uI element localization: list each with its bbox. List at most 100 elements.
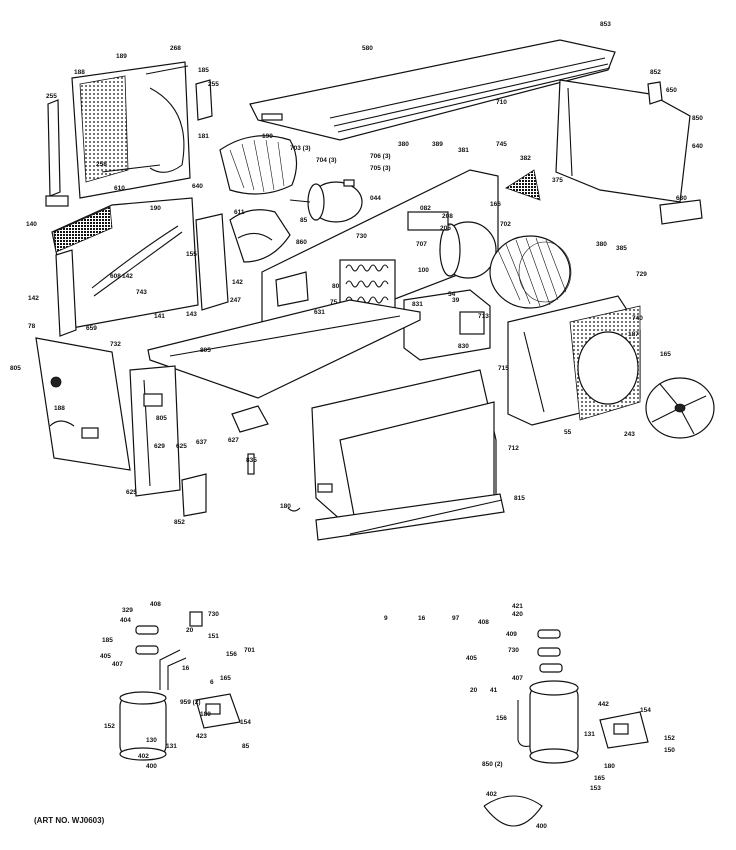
part-label: 156 xyxy=(496,715,507,722)
part-label: 180 xyxy=(200,711,211,718)
part-label: 408 xyxy=(150,601,161,608)
part-label: 97 xyxy=(452,615,460,622)
compressor-right xyxy=(517,629,579,764)
part-label: 743 xyxy=(136,289,147,296)
part-label: 640 xyxy=(192,183,203,190)
part-label: 423 xyxy=(196,733,207,740)
part-label: 55 xyxy=(564,429,572,436)
part-label: 142 xyxy=(232,279,243,286)
part-label: 380 xyxy=(596,241,607,248)
part-label: 188 xyxy=(54,405,65,412)
part-label: 835 xyxy=(246,457,257,464)
part-label: 155 xyxy=(186,251,197,258)
part-label: 150 xyxy=(664,747,675,754)
part-label: 082 xyxy=(420,205,431,212)
capacitor-382 xyxy=(505,169,541,201)
part-label: 402 xyxy=(486,791,497,798)
part-label: 39 xyxy=(452,297,460,304)
part-label: 420 xyxy=(512,611,523,618)
part-label: 131 xyxy=(166,743,177,750)
bracket-185 xyxy=(195,79,213,121)
compressor-left xyxy=(119,611,203,761)
part-label: 329 xyxy=(122,607,133,614)
part-label: 625 xyxy=(126,489,137,496)
part-label: 712 xyxy=(508,445,519,452)
part-label: 151 xyxy=(208,633,219,640)
part-label: 156 xyxy=(226,651,237,658)
top-cover xyxy=(249,39,616,141)
part-label: 442 xyxy=(598,701,609,708)
part-label: 805 xyxy=(200,347,211,354)
part-label: 54 xyxy=(448,291,456,298)
part-label: 650 xyxy=(666,87,677,94)
part-label: 608 xyxy=(110,273,121,280)
part-label: 860 xyxy=(296,239,307,246)
part-label: 959 (2) xyxy=(180,699,201,706)
part-label: 41 xyxy=(490,687,498,694)
part-label: 382 xyxy=(520,155,531,162)
part-label: 659 xyxy=(86,325,97,332)
part-label: 165 xyxy=(594,775,605,782)
part-label: 152 xyxy=(664,735,675,742)
part-label: 729 xyxy=(636,271,647,278)
condenser-fan-motor xyxy=(407,211,497,279)
part-label: 853 xyxy=(600,21,611,28)
part-label: 730 xyxy=(208,611,219,618)
part-label: 190 xyxy=(262,133,273,140)
part-label: 190 xyxy=(150,205,161,212)
part-label: 630 xyxy=(676,195,687,202)
part-label: 153 xyxy=(590,785,601,792)
blower-wheel xyxy=(489,235,572,309)
part-label: 402 xyxy=(138,753,149,760)
part-label: 805 xyxy=(156,415,167,422)
part-label: 850 (2) xyxy=(482,761,503,768)
rear-grille-panel xyxy=(71,61,191,199)
part-label: 268 xyxy=(170,45,181,52)
part-label: 6 xyxy=(210,679,214,686)
part-label: 702 xyxy=(500,221,511,228)
part-label: 389 xyxy=(432,141,443,148)
base-pan xyxy=(147,299,421,399)
part-label: 188 xyxy=(74,69,85,76)
part-label: 852 xyxy=(650,69,661,76)
part-label: 131 xyxy=(584,731,595,738)
part-label: 9 xyxy=(384,615,388,622)
part-label: 130 xyxy=(146,737,157,744)
part-label: 85 xyxy=(242,743,250,750)
part-label: 16 xyxy=(182,665,190,672)
part-label: 730 xyxy=(508,647,519,654)
divider-panel xyxy=(195,213,229,311)
side-strip-left xyxy=(45,99,69,207)
part-label: 185 xyxy=(102,637,113,644)
part-label: 181 xyxy=(198,133,209,140)
part-label: 78 xyxy=(28,323,36,330)
part-label: 713 xyxy=(478,313,489,320)
part-label: 703 (3) xyxy=(290,145,311,152)
wire-loop xyxy=(483,795,543,827)
fan-motor xyxy=(289,179,363,223)
part-label: 258 xyxy=(96,161,107,168)
part-label: 610 xyxy=(114,185,125,192)
condenser-fan-blade xyxy=(645,377,715,439)
part-label: 205 xyxy=(440,225,451,232)
part-label: 407 xyxy=(112,661,123,668)
part-label: 255 xyxy=(46,93,57,100)
condenser-coil-housing xyxy=(507,295,641,426)
part-label: 805 xyxy=(10,365,21,372)
part-label: 166 xyxy=(490,201,501,208)
part-label: 187 xyxy=(628,331,639,338)
overload-bracket-right xyxy=(599,711,649,749)
part-label: 154 xyxy=(240,719,251,726)
part-label: 141 xyxy=(154,313,165,320)
part-label: 815 xyxy=(514,495,525,502)
part-label: 407 xyxy=(512,675,523,682)
part-label: 701 xyxy=(244,647,255,654)
part-label: 706 (3) xyxy=(370,153,391,160)
part-label: 142 xyxy=(28,295,39,302)
part-label: 404 xyxy=(120,617,131,624)
part-label: 16 xyxy=(418,615,426,622)
part-label: 20 xyxy=(186,627,194,634)
part-label: 850 xyxy=(692,115,703,122)
